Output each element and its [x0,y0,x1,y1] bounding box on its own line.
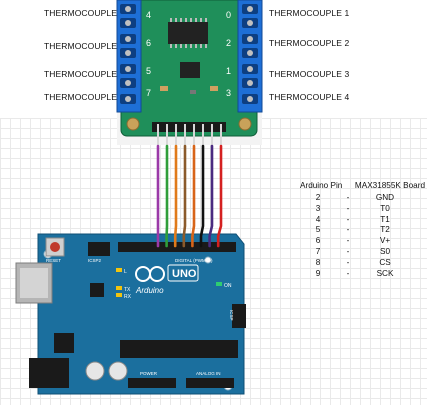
power-header [128,378,176,388]
jumper-wire [182,144,187,248]
pin-row: 5-T2 [315,225,390,235]
svg-text:3: 3 [226,88,231,98]
label-thermocouple-2: THERMOCOUPLE 2 [269,38,350,48]
pin-row: 4-T1 [315,214,390,224]
module-header-pins [152,122,226,146]
jumper-wire [191,144,196,248]
icsp2-label: ICSP2 [88,258,102,263]
arduino-logo [135,266,165,282]
jumper-wire [173,144,178,248]
digital-header [118,242,236,252]
power-jack [29,358,69,388]
pin-row: 6-V+ [315,236,391,246]
wires [156,144,223,248]
digital-label: DIGITAL (PWM=~) [175,258,213,263]
svg-text:0: 0 [226,10,231,20]
pin-row: 3-T0 [315,203,390,213]
svg-text:5: 5 [146,66,151,76]
header-board-pin: MAX31855K Board [354,181,425,190]
chip-mux [168,22,208,44]
uno-label: UNO [172,268,197,280]
pin-row: 9-SCK [315,268,394,278]
pin-row: 2-GND [315,193,395,202]
jumper-wire [216,144,223,248]
svg-text:7: 7 [146,88,151,98]
arduino-uno-board: UNO Arduino RESET ICSP2 DIGITAL (PWM=~) … [15,233,246,395]
label-thermocouple-3: THERMOCOUPLE 3 [269,69,350,79]
svg-text:1: 1 [226,66,231,76]
max31855k-module: 4 6 5 7 0 2 1 3 [116,0,263,146]
svg-text:4: 4 [146,10,151,20]
label-thermocouple-6: THERMOCOUPLE 6 [44,41,125,51]
chip-max31855k [180,62,200,78]
jumper-wire [208,144,214,248]
l-label: L [124,269,127,275]
terminal-block-left [116,0,142,113]
tx-label: TX [124,287,131,293]
label-thermocouple-5: THERMOCOUPLE 5 [44,8,125,18]
svg-text:6: 6 [146,38,151,48]
rx-label: RX [124,294,132,300]
label-thermocouple-7: THERMOCOUPLE 7 [44,69,125,79]
atmega-chip [120,340,238,358]
power-label: POWER [140,371,158,376]
on-label: ON [224,283,232,289]
reset-label: RESET [46,258,61,263]
label-thermocouple-1: THERMOCOUPLE 1 [269,8,350,18]
module-silkscreen: 4 6 5 7 0 2 1 3 [146,10,231,98]
pin-row: 8-CS [315,257,391,267]
pin-mapping-header: Arduino Pin MAX31855K Board [300,181,425,190]
pin-mapping-table: Arduino Pin MAX31855K Board 2-GND 3-T0 4… [300,181,425,279]
label-thermocouple-8: THERMOCOUPLE 8 [44,92,125,102]
icsp-label: ICSP [229,310,234,321]
arduino-wordmark: Arduino [135,286,164,295]
analog-label: ANALOG IN [196,371,221,376]
pin-row: 7-S0 [315,246,390,256]
jumper-wire [199,144,205,248]
svg-text:2: 2 [226,38,231,48]
analog-header [186,378,234,388]
terminal-block-right [237,0,263,113]
label-thermocouple-4: THERMOCOUPLE 4 [269,92,350,102]
header-arduino-pin: Arduino Pin [300,181,343,190]
